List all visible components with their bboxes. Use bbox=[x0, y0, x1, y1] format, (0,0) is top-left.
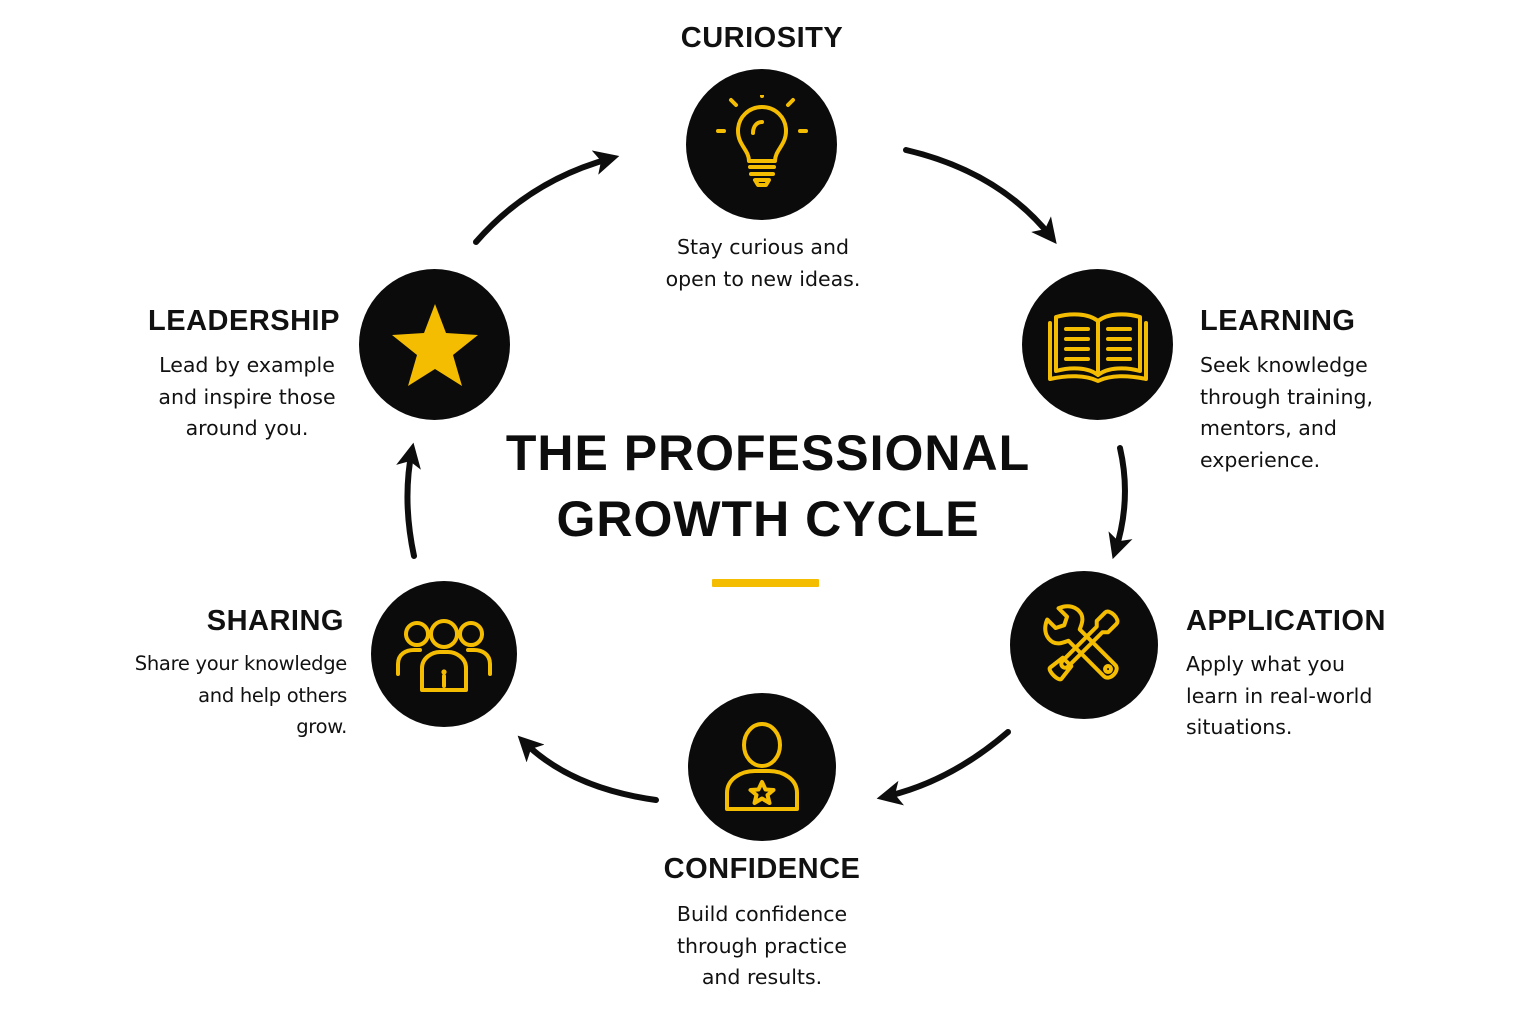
arrow-sharing-to-leadership bbox=[396, 442, 421, 559]
arrow-curiosity-to-learning bbox=[903, 147, 1057, 244]
leadership-node bbox=[359, 269, 510, 420]
confidence-node bbox=[688, 693, 836, 841]
sharing-title: SHARING bbox=[206, 605, 344, 637]
arrow-application-to-confidence bbox=[876, 729, 1011, 806]
title-accent-bar bbox=[712, 579, 819, 587]
tools-icon bbox=[1043, 604, 1120, 682]
open-book-icon bbox=[1047, 311, 1148, 383]
application-node bbox=[1010, 571, 1158, 719]
sharing-description: Share your knowledge and help others gro… bbox=[134, 652, 348, 738]
diagram-title: THE PROFESSIONAL GROWTH CYCLE bbox=[505, 425, 1031, 547]
curiosity-title: CURIOSITY bbox=[680, 22, 844, 54]
confidence-description: Build confidence through practice and re… bbox=[676, 902, 848, 989]
sharing-node bbox=[371, 581, 517, 727]
curiosity-description: Stay curious and open to new ideas. bbox=[665, 235, 861, 291]
curiosity-node bbox=[686, 69, 837, 220]
leadership-description: Lead by example and inspire those around… bbox=[158, 353, 336, 440]
arrow-learning-to-application bbox=[1108, 445, 1133, 560]
lightbulb-icon bbox=[715, 94, 808, 187]
leadership-title: LEADERSHIP bbox=[148, 305, 340, 337]
learning-description: Seek knowledge through training, mentors… bbox=[1200, 353, 1373, 472]
person-star-icon bbox=[725, 722, 799, 811]
application-title: APPLICATION bbox=[1186, 605, 1386, 637]
confidence-title: CONFIDENCE bbox=[663, 853, 861, 885]
group-icon bbox=[396, 619, 492, 692]
star-icon bbox=[391, 303, 478, 386]
application-description: Apply what you learn in real-world situa… bbox=[1186, 652, 1373, 739]
learning-node bbox=[1022, 269, 1173, 420]
arrow-leadership-to-curiosity bbox=[473, 150, 620, 245]
learning-title: LEARNING bbox=[1200, 305, 1356, 337]
arrow-confidence-to-sharing bbox=[517, 735, 659, 803]
